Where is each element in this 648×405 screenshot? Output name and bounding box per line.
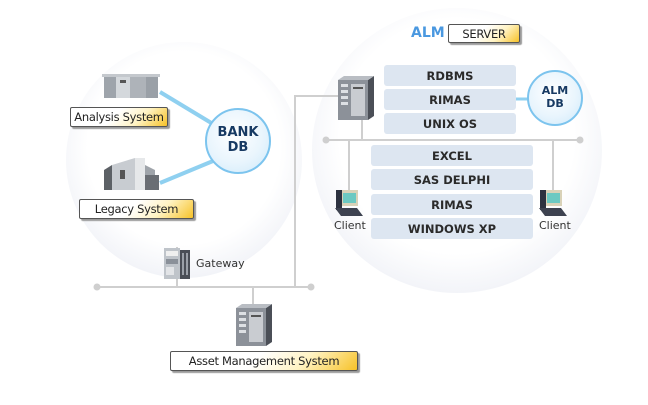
alm-title: ALM bbox=[411, 25, 445, 41]
server-stack-unix: UNIX OS bbox=[384, 113, 516, 134]
link-analysis-bankdb bbox=[158, 90, 215, 126]
server-stack-rimas: RIMAS bbox=[384, 89, 516, 110]
client-stack-sas-delphi: SAS DELPHI bbox=[371, 169, 533, 190]
legacy-system-text: Legacy System bbox=[94, 202, 179, 216]
alm-server-text: SERVER bbox=[462, 26, 506, 41]
alm-db-line1: ALM bbox=[541, 84, 569, 98]
bus-end-left bbox=[93, 283, 101, 291]
alm-db-node: ALM DB bbox=[527, 70, 583, 126]
bank-db-line1: BANK bbox=[217, 125, 259, 141]
mainframe-icon bbox=[104, 158, 159, 190]
analysis-system-text: Analysis System bbox=[74, 110, 164, 124]
client-stack-rimas: RIMAS bbox=[371, 194, 533, 215]
alm-server-icon bbox=[338, 76, 374, 120]
server-stack-rdbms: RDBMS bbox=[384, 65, 516, 86]
client-stack-excel: EXCEL bbox=[371, 145, 533, 166]
alm-bus-end-right bbox=[576, 136, 584, 144]
alm-db-line2: DB bbox=[546, 97, 564, 110]
client-left-label: Client bbox=[334, 219, 366, 232]
bus-end-right bbox=[307, 283, 315, 291]
analysis-system-label: Analysis System bbox=[70, 107, 168, 127]
link-legacy-bankdb bbox=[159, 159, 214, 185]
riser-to-alm bbox=[294, 95, 338, 287]
bank-db-node: BANK DB bbox=[205, 108, 271, 174]
server-rack-icon bbox=[102, 74, 160, 98]
client-pc-icon bbox=[539, 190, 567, 216]
asset-management-label: Asset Management System bbox=[170, 351, 358, 371]
client-right-label: Client bbox=[539, 219, 571, 232]
client-pc-icon bbox=[335, 190, 363, 216]
gateway-server-icon bbox=[164, 248, 190, 279]
bank-db-line2: DB bbox=[227, 140, 249, 155]
asset-management-text: Asset Management System bbox=[188, 354, 340, 368]
alm-server-label: SERVER bbox=[448, 24, 520, 43]
client-stack-windows: WINDOWS XP bbox=[371, 218, 533, 239]
server-tower-icon bbox=[236, 304, 272, 346]
legacy-system-label: Legacy System bbox=[79, 199, 194, 219]
alm-bus-end-left bbox=[322, 136, 330, 144]
gateway-label: Gateway bbox=[196, 257, 245, 270]
